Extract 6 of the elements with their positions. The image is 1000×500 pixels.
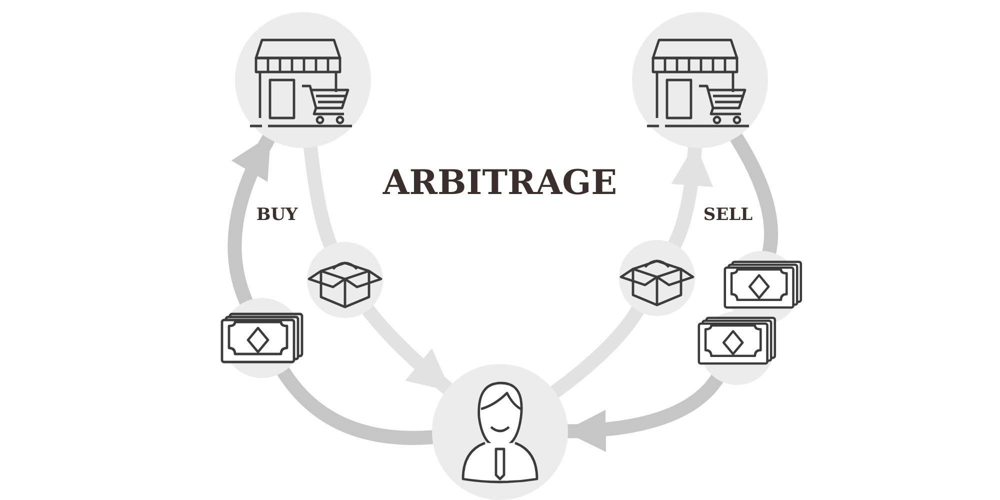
step-label: SELL <box>703 205 753 225</box>
title: ARBITRAGE <box>382 163 618 203</box>
icon-circle <box>222 298 302 378</box>
arrow <box>361 303 455 396</box>
banknote-stacks-drawing <box>695 250 805 386</box>
step-label: BUY <box>256 205 298 225</box>
